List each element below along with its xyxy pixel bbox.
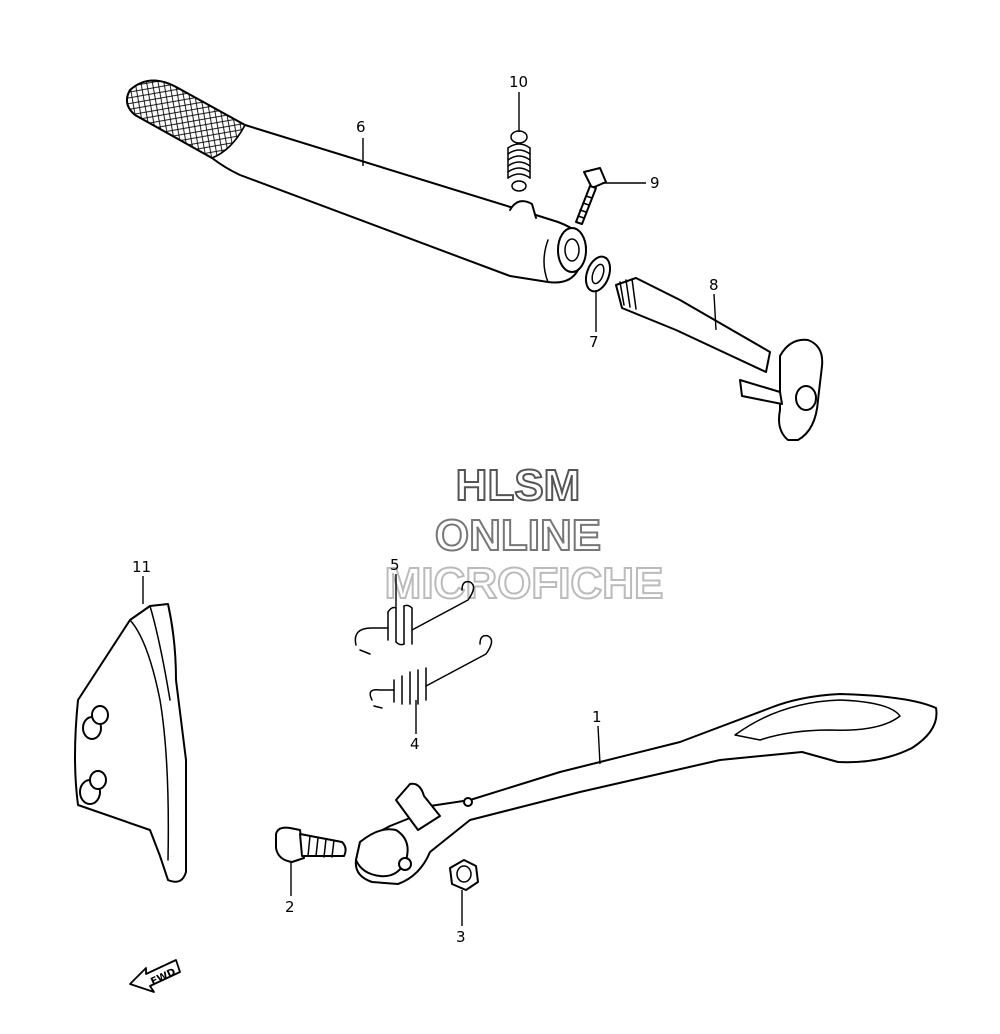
watermark-line3: MICROFICHE [385, 559, 664, 608]
side-stand-part[interactable] [354, 693, 938, 885]
watermark-line2: ONLINE [435, 511, 601, 560]
callout-1: 1 [592, 708, 602, 726]
washer-part[interactable] [582, 253, 615, 294]
watermark: HLSM ONLINE MICROFICHE [384, 460, 665, 609]
callout-9: 9 [650, 174, 660, 192]
nut-part[interactable] [449, 859, 479, 891]
callout-6: 6 [356, 118, 366, 136]
forward-direction-marker: FWD [129, 959, 181, 993]
leader-lines [142, 92, 717, 926]
leader-8 [713, 293, 717, 331]
bolt-part[interactable] [575, 167, 607, 225]
spring-small-part[interactable] [507, 130, 531, 192]
spring-lower-part[interactable] [369, 634, 493, 709]
callout-11: 11 [132, 558, 151, 576]
callout-5: 5 [390, 556, 400, 574]
watermark-line1: HLSM [456, 461, 581, 510]
callout-8: 8 [709, 276, 719, 294]
kick-shaft-part[interactable] [615, 277, 824, 441]
callout-7: 7 [589, 333, 599, 351]
callout-10: 10 [509, 73, 528, 91]
leader-1 [597, 725, 601, 765]
callouts: 6 10 9 8 7 11 5 4 1 2 3 [132, 73, 719, 946]
callout-3: 3 [456, 928, 466, 946]
callout-4: 4 [410, 735, 420, 753]
kick-lever-part[interactable] [125, 79, 587, 284]
forward-arrow-icon [129, 959, 181, 993]
pivot-bolt-part[interactable] [275, 826, 347, 863]
stand-bracket-part[interactable] [74, 603, 187, 883]
callout-2: 2 [285, 898, 295, 916]
